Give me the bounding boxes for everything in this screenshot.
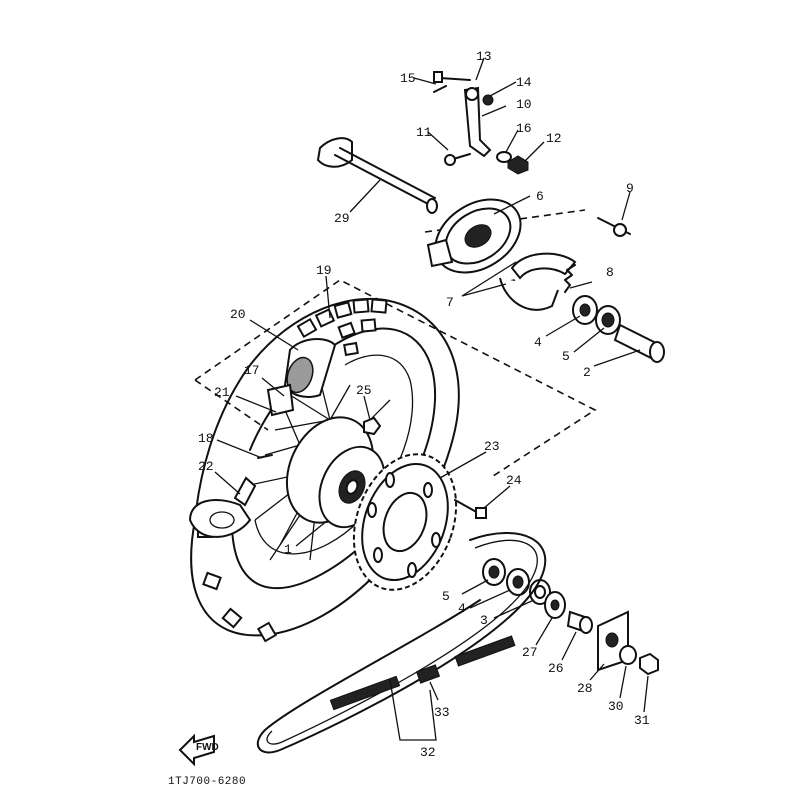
rim-band — [283, 338, 337, 398]
callout-20: 20 — [230, 307, 246, 322]
callout-17: 17 — [244, 363, 260, 378]
callout-1: 1 — [284, 542, 292, 557]
callout-7: 7 — [446, 295, 454, 310]
lever-bolt — [433, 71, 471, 83]
plain-washer — [619, 645, 637, 665]
callout-10: 10 — [516, 97, 532, 112]
collar — [613, 323, 665, 363]
callout-27: 27 — [522, 645, 538, 660]
brake-shoes — [499, 252, 577, 311]
chain-joint — [415, 664, 441, 684]
sprocket-bolt — [454, 499, 487, 519]
callout-12: 12 — [546, 131, 562, 146]
oil-seal — [572, 295, 598, 325]
valve-stem — [597, 217, 631, 237]
chain-segment — [329, 635, 516, 711]
valve-cap — [233, 476, 257, 507]
callout-2: 2 — [583, 365, 591, 380]
callout-33: 33 — [434, 705, 450, 720]
seal-left — [506, 568, 530, 596]
callout-8: 8 — [606, 265, 614, 280]
callout-24: 24 — [506, 473, 522, 488]
callout-6: 6 — [536, 189, 544, 204]
washer — [496, 151, 512, 163]
bearing — [595, 305, 621, 335]
callout-5-lower: 5 — [442, 589, 450, 604]
part-callouts: 1 2 3 4 5 6 7 9 10 11 12 13 14 15 16 17 … — [198, 49, 650, 760]
lever-pin — [433, 85, 447, 93]
rear-sprocket — [352, 453, 458, 591]
callout-28: 28 — [577, 681, 593, 696]
svg-text:FWD: FWD — [196, 742, 219, 753]
lever-screw — [444, 153, 471, 166]
callout-26: 26 — [548, 661, 564, 676]
callout-18: 18 — [198, 431, 214, 446]
callout-14: 14 — [516, 75, 532, 90]
axle-nut — [639, 652, 659, 676]
fwd-arrow-icon: FWD — [178, 733, 219, 767]
bearing-left — [482, 558, 506, 586]
callout-29: 29 — [334, 211, 350, 226]
cam-nut — [507, 155, 529, 175]
callout-19: 19 — [316, 263, 332, 278]
drawing-code: 1TJ700-6280 — [168, 776, 246, 788]
rim-strip — [188, 499, 252, 538]
callout-16: 16 — [516, 121, 532, 136]
callout-11: 11 — [416, 125, 432, 140]
drive-chain — [256, 532, 547, 754]
callout-13: 13 — [476, 49, 492, 64]
callout-32: 32 — [420, 745, 436, 760]
callout-21: 21 — [214, 385, 230, 400]
callout-22: 22 — [198, 459, 214, 474]
rear-hub — [249, 379, 391, 561]
shoe-spring — [564, 264, 576, 293]
hub-nut — [363, 416, 382, 436]
axle-collar — [566, 610, 593, 634]
rear-axle — [316, 137, 438, 214]
assembly-group-outline — [194, 279, 597, 479]
callout-23: 23 — [484, 439, 500, 454]
callout-9: 9 — [626, 181, 634, 196]
rear-tire — [190, 297, 460, 643]
lever-nut — [482, 94, 494, 106]
callout-5: 5 — [562, 349, 570, 364]
callout-30: 30 — [608, 699, 624, 714]
brake-cam-lever — [463, 86, 492, 158]
leader-lines — [214, 57, 649, 741]
rim-lock — [266, 383, 295, 417]
callout-3: 3 — [480, 613, 488, 628]
callout-4-lower: 4 — [458, 601, 466, 616]
callout-31: 31 — [634, 713, 650, 728]
callout-4: 4 — [534, 335, 542, 350]
distance-collar — [544, 591, 566, 619]
callout-15: 15 — [400, 71, 416, 86]
brake-shoe-plate — [426, 198, 522, 274]
callout-25: 25 — [356, 383, 372, 398]
